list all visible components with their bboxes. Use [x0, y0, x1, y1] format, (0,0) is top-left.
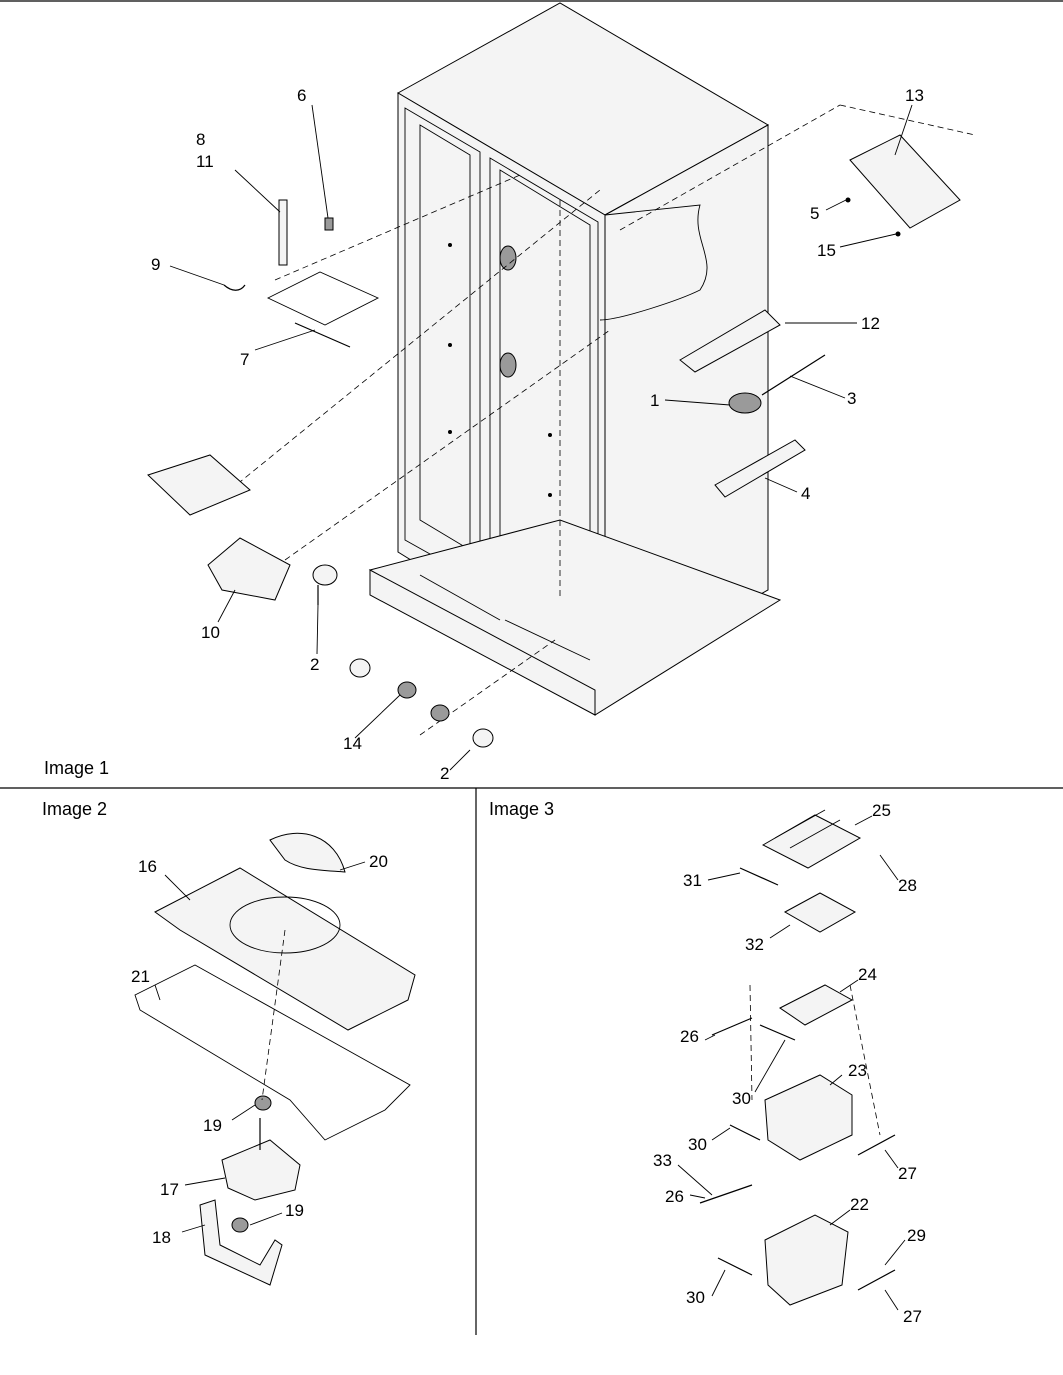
image3-parts: [699, 809, 896, 1306]
callout-25: 25: [872, 801, 891, 820]
callout-26: 26: [665, 1187, 684, 1206]
callout-1: 1: [650, 391, 659, 410]
callout-23: 23: [848, 1061, 867, 1080]
callout-32: 32: [745, 935, 764, 954]
callout-33: 33: [653, 1151, 672, 1170]
cabinet-illustration: [229, 2, 976, 736]
callout-7: 7: [240, 350, 249, 369]
callout-11: 11: [196, 152, 214, 171]
callout-3: 3: [847, 389, 856, 408]
callout-29: 29: [907, 1226, 926, 1245]
image3-callouts: 25 31 28 32 24 26 23 30 30 27 33 26 22 2…: [653, 801, 926, 1326]
callout-18: 18: [152, 1228, 171, 1247]
callout-5: 5: [810, 204, 819, 223]
callout-9: 9: [151, 255, 160, 274]
callout-28: 28: [898, 876, 917, 895]
callout-13: 13: [905, 86, 924, 105]
image2-parts: [134, 832, 416, 1286]
callout-31: 31: [683, 871, 702, 890]
callout-26: 26: [680, 1027, 699, 1046]
image1-callouts: 6 8 11 9 7 13 5 15 12 3 1 4 10 2 14 2: [151, 86, 924, 783]
panel-caption-image-3: Image 3: [489, 799, 554, 819]
callout-24: 24: [858, 965, 877, 984]
callout-6: 6: [297, 86, 306, 105]
callout-30: 30: [732, 1089, 751, 1108]
callout-30: 30: [688, 1135, 707, 1154]
image1-parts: [147, 134, 961, 748]
callout-4: 4: [801, 484, 810, 503]
callout-20: 20: [369, 852, 388, 871]
callout-27: 27: [903, 1307, 922, 1326]
callout-10: 10: [201, 623, 220, 642]
callout-2: 2: [440, 764, 449, 783]
callout-19: 19: [203, 1116, 222, 1135]
callout-8: 8: [196, 130, 205, 149]
image3-leader-lines: [677, 815, 906, 1311]
callout-22: 22: [850, 1195, 869, 1214]
callout-17: 17: [160, 1180, 179, 1199]
callout-12: 12: [861, 314, 880, 333]
image2-leader-lines: [154, 861, 366, 1233]
callout-27: 27: [898, 1164, 917, 1183]
panel-caption-image-2: Image 2: [42, 799, 107, 819]
image1-leader-lines: [169, 104, 913, 771]
callout-14: 14: [343, 734, 362, 753]
callout-19: 19: [285, 1201, 304, 1220]
image2-callouts: 16 20 21 19 17 18 19: [131, 852, 388, 1247]
callout-30: 30: [686, 1288, 705, 1307]
panel-caption-image-1: Image 1: [44, 758, 109, 778]
panel-frames: [0, 0, 1063, 1335]
callout-15: 15: [817, 241, 836, 260]
callout-21: 21: [131, 967, 150, 986]
callout-16: 16: [138, 857, 157, 876]
callout-2: 2: [310, 655, 319, 674]
